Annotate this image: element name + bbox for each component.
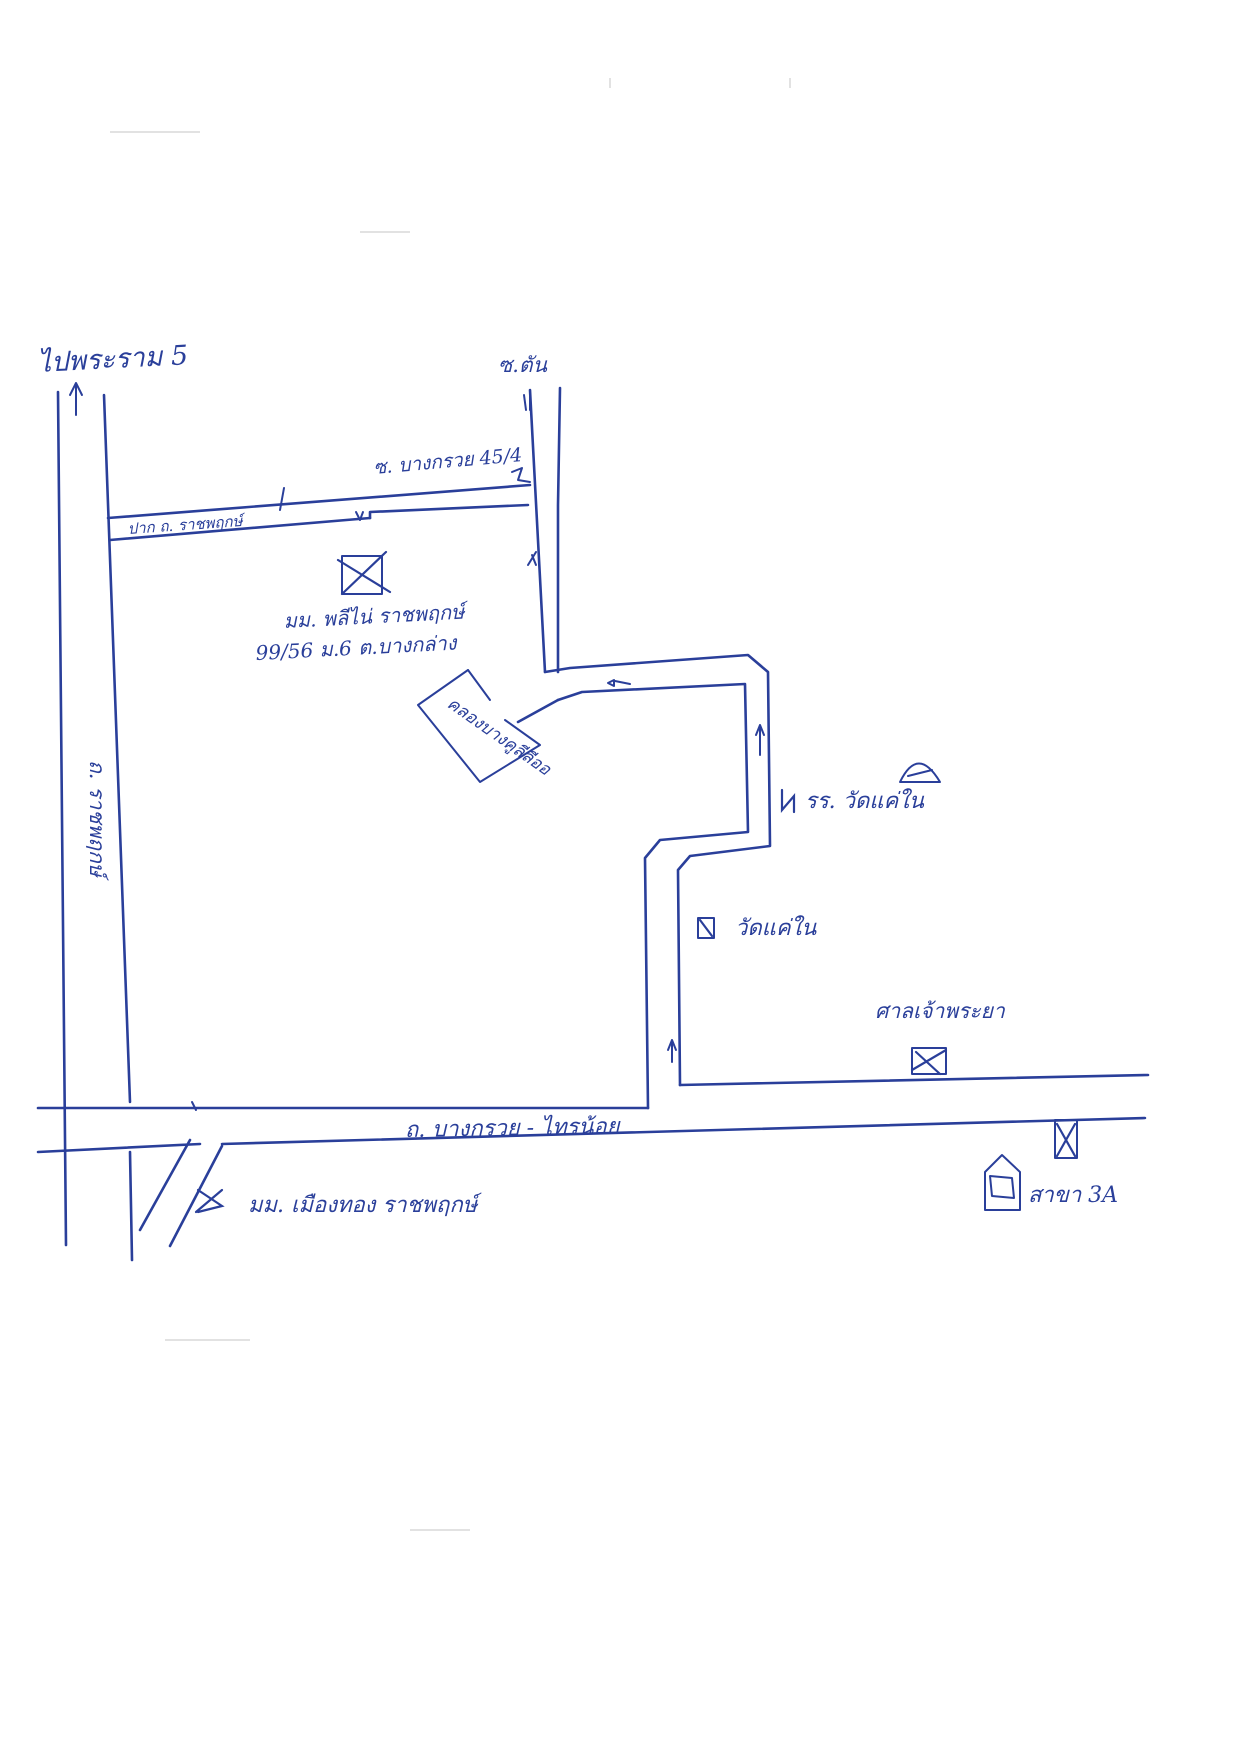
building-marker-icon [336, 550, 392, 596]
road-entrance-soi [106, 483, 532, 542]
label-canal: คลองบางคูลีลีออ [443, 694, 555, 781]
label-to-rama5: ไปพระราม 5 [37, 339, 189, 379]
label-shrine: ศาลเจ้าพระยา [875, 999, 1006, 1023]
label-building-address: 99/56 ม.6 ต.บางกล่าง [255, 630, 458, 665]
dome-icon [899, 762, 941, 783]
label-school: รร. วัดแค่ใน [805, 788, 925, 814]
label-north-end: ซ.ตัน [498, 353, 548, 377]
shop-marker-icon [1054, 1119, 1078, 1159]
village-marker-icon [194, 1188, 225, 1214]
school-marker-icon [780, 788, 796, 814]
road-north-soi [523, 386, 562, 674]
road-diagonal-village [138, 1138, 224, 1248]
branch-marker-icon [984, 1154, 1021, 1211]
shrine-marker-icon [910, 1047, 948, 1076]
temple-marker-icon [697, 917, 715, 939]
label-ratchaphruek-road: ถ. ราชพฤกษ์ [85, 760, 109, 881]
destination-marker-icon [511, 467, 531, 483]
road-curve-east [516, 653, 772, 1110]
road-main-east-west [36, 1073, 1150, 1154]
label-village: มม. เมืองทอง ราชพฤกษ์ [248, 1192, 483, 1218]
label-soi-bang-kruai: ซ. บางกรวย 45/4 [373, 444, 524, 479]
label-building-name: มม. พลีไน่ ราชพฤกษ์ [283, 599, 469, 633]
canal-box [417, 669, 541, 783]
label-branch: สาขา 3A [1028, 1183, 1118, 1208]
road-ratchaphruek [56, 390, 134, 1262]
scan-artifacts [110, 78, 791, 1531]
north-arrow-icon [69, 382, 83, 416]
label-main-road: ถ. บางกรวย - ไทรน้อย [405, 1113, 622, 1143]
label-temple: วัดแค่ใน [735, 915, 817, 941]
